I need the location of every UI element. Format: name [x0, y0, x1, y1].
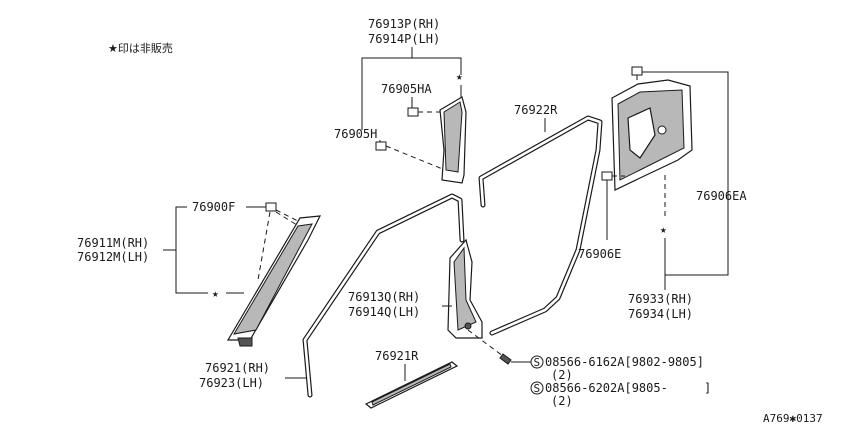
leader-76906ea [640, 71, 729, 276]
label-76923: 76923(LH) [199, 376, 264, 390]
leader-76911m [175, 206, 208, 294]
label-76933: 76933(RH) [628, 292, 693, 306]
label-bolt-1-qty: (2) [551, 368, 573, 382]
rear-panel-window [627, 107, 656, 159]
clip-76906ea [631, 66, 643, 76]
label-76921r: 76921R [375, 349, 419, 363]
bolt-symbol-icon-1 [530, 355, 544, 369]
label-76913q: 76913Q(RH) [348, 290, 420, 304]
star-mark-76911m: ★ [212, 287, 219, 300]
star-mark-76913p: ★ [456, 70, 463, 83]
bolt-symbol-icon-2 [530, 381, 544, 395]
label-76921: 76921(RH) [205, 361, 270, 375]
label-bolt-1: 08566-6162A[9802-9805] [545, 355, 704, 369]
label-bolt-2-qty: (2) [551, 394, 573, 408]
label-76914q: 76914Q(LH) [348, 305, 420, 319]
label-76900f: 76900F [192, 200, 235, 214]
clip-76905h [375, 141, 387, 151]
bolt-symbol-1: S [534, 356, 541, 369]
label-76934: 76934(LH) [628, 307, 693, 321]
label-76914p: 76914P(LH) [368, 32, 440, 46]
clip-76906e [601, 171, 613, 181]
label-76912m: 76912M(LH) [77, 250, 149, 264]
non-sale-note: ★印は非販売 [108, 42, 173, 55]
leader-76913p-sides [361, 85, 462, 130]
label-76911m: 76911M(RH) [77, 236, 149, 250]
label-76906ea: 76906EA [696, 189, 747, 203]
label-76905h: 76905H [334, 127, 377, 141]
label-bolt-2: 08566-6202A[9805- ] [545, 381, 711, 395]
label-76906e: 76906E [578, 247, 621, 261]
screw-icon [499, 353, 512, 365]
label-76905ha: 76905HA [381, 82, 432, 96]
dash-76905h [385, 145, 446, 171]
a-pillar-face [233, 223, 313, 335]
pillar-76913p-face [443, 101, 463, 173]
drawing-code: A769✱0137 [763, 412, 823, 425]
bolt-symbol-2: S [534, 382, 541, 395]
clip-76905ha [407, 107, 419, 117]
label-76913p: 76913P(RH) [368, 17, 440, 31]
label-76922r: 76922R [514, 103, 558, 117]
b-pillar-face [453, 246, 477, 331]
clip-76900f [265, 202, 277, 212]
star-mark-76906ea: ★ [660, 223, 667, 236]
